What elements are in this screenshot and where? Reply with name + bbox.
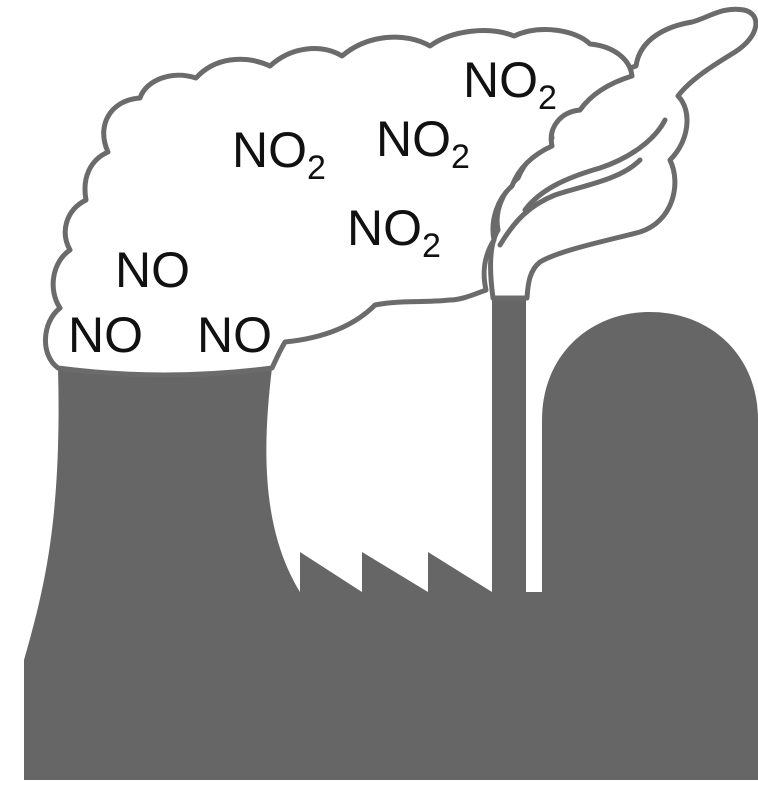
no-label-1: NO xyxy=(115,242,190,298)
no2-label-1-base: NO xyxy=(232,122,307,178)
factory-building xyxy=(290,552,492,780)
dome-building xyxy=(542,312,758,600)
factory-right-section xyxy=(526,592,758,780)
no2-label-2-subscript: 2 xyxy=(451,138,470,176)
no-label-2: NO xyxy=(68,307,143,363)
no2-label-1-subscript: 2 xyxy=(307,149,326,187)
no2-label-3-base: NO xyxy=(463,52,538,108)
no2-label-4-base: NO xyxy=(347,200,422,256)
chimney xyxy=(492,300,526,780)
no2-label-2-base: NO xyxy=(376,111,451,167)
no2-label-3-subscript: 2 xyxy=(538,79,557,117)
no-label-3: NO xyxy=(197,307,272,363)
cooling-tower xyxy=(24,368,300,780)
no2-label-4-subscript: 2 xyxy=(422,227,441,265)
